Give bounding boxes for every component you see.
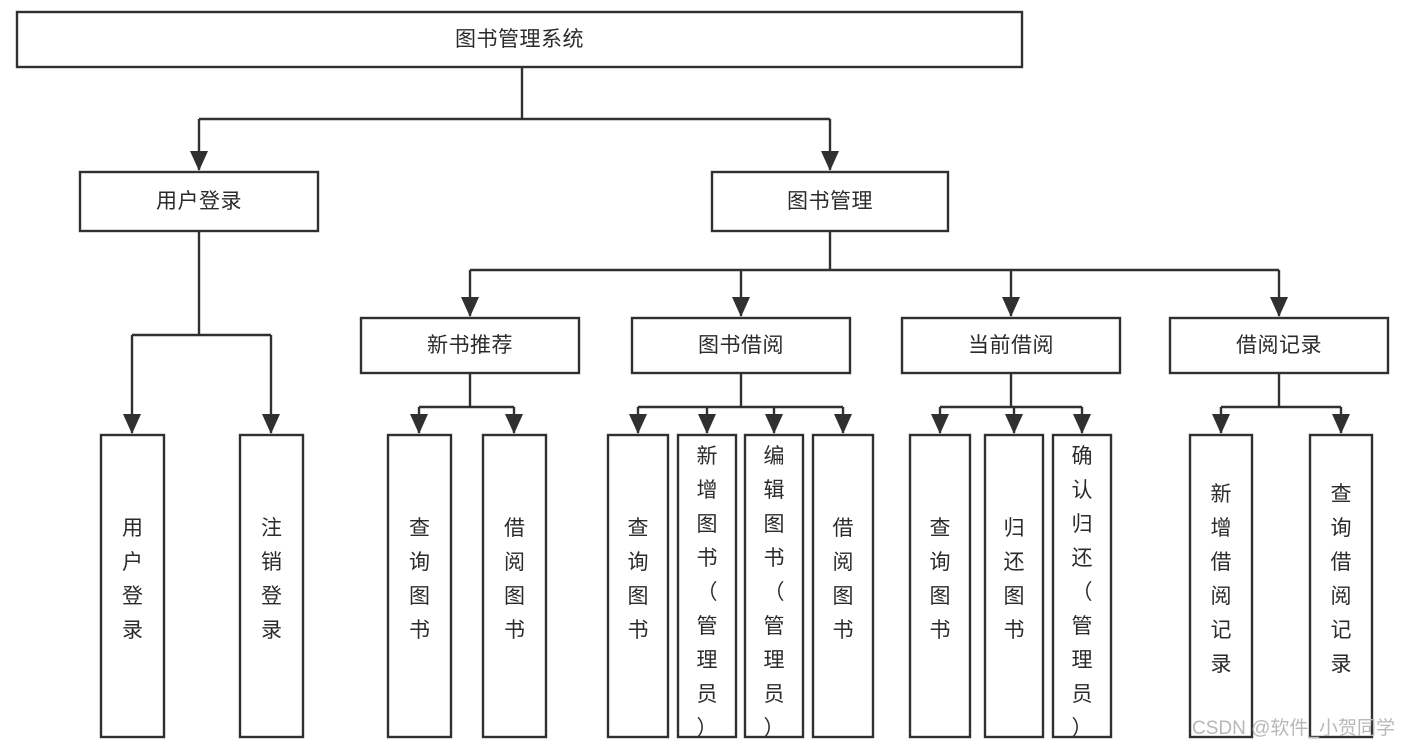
node-box-leaf-confirm-return[interactable] xyxy=(1051,433,1113,739)
node-label-leaf-return-book: 归还图书 xyxy=(1004,517,1025,642)
node-box-current-borrow[interactable] xyxy=(900,316,1122,375)
arrow-head-icon xyxy=(410,414,428,434)
node-label-new-book-rec: 新书推荐 xyxy=(427,334,513,357)
node-box-leaf-return-book[interactable] xyxy=(983,433,1045,739)
node-label-current-borrow: 当前借阅 xyxy=(968,334,1054,357)
node-box-leaf-borrow-book-2[interactable] xyxy=(811,433,875,739)
arrow-head-icon xyxy=(765,414,783,434)
node-label-leaf-edit-book: 编辑图书（管理员） xyxy=(764,445,785,740)
node-label-leaf-confirm-return: 确认归还（管理员） xyxy=(1072,445,1093,740)
arrow-head-icon xyxy=(732,297,750,317)
node-current-borrow[interactable]: 当前借阅 xyxy=(900,316,1122,375)
node-book-manage[interactable]: 图书管理 xyxy=(710,170,950,233)
node-root[interactable]: 图书管理系统 xyxy=(15,10,1024,69)
arrow-head-icon xyxy=(1005,414,1023,434)
node-leaf-query-book-2[interactable]: 查询图书 xyxy=(606,433,670,739)
node-leaf-add-record[interactable]: 新增借阅记录 xyxy=(1188,433,1254,739)
arrow-head-icon xyxy=(505,414,523,434)
node-leaf-query-book-3[interactable]: 查询图书 xyxy=(908,433,972,739)
arrow-head-icon xyxy=(1073,414,1091,434)
node-label-leaf-query-book-3: 查询图书 xyxy=(930,517,951,642)
node-new-book-rec[interactable]: 新书推荐 xyxy=(359,316,581,375)
arrow-head-icon xyxy=(931,414,949,434)
node-leaf-return-book[interactable]: 归还图书 xyxy=(983,433,1045,739)
node-label-leaf-user-login: 用户登录 xyxy=(122,517,143,642)
connector-layer xyxy=(123,67,1350,434)
node-label-leaf-query-book-1: 查询图书 xyxy=(409,517,430,642)
node-leaf-logout[interactable]: 注销登录 xyxy=(238,433,305,739)
node-leaf-user-login[interactable]: 用户登录 xyxy=(99,433,166,739)
node-label-root: 图书管理系统 xyxy=(455,28,584,51)
node-box-root[interactable] xyxy=(15,10,1024,69)
node-box-leaf-query-book-2[interactable] xyxy=(606,433,670,739)
arrow-head-icon xyxy=(1270,297,1288,317)
node-box-user-login[interactable] xyxy=(78,170,320,233)
node-label-leaf-add-record: 新增借阅记录 xyxy=(1211,483,1232,676)
node-box-leaf-add-book[interactable] xyxy=(676,433,738,739)
node-label-user-login: 用户登录 xyxy=(156,190,242,213)
node-label-leaf-query-record: 查询借阅记录 xyxy=(1331,483,1352,676)
node-user-login[interactable]: 用户登录 xyxy=(78,170,320,233)
node-leaf-borrow-book-2[interactable]: 借阅图书 xyxy=(811,433,875,739)
node-box-leaf-query-book-3[interactable] xyxy=(908,433,972,739)
arrow-head-icon xyxy=(461,297,479,317)
node-label-leaf-logout: 注销登录 xyxy=(261,517,282,642)
node-leaf-borrow-book-1[interactable]: 借阅图书 xyxy=(481,433,548,739)
node-box-new-book-rec[interactable] xyxy=(359,316,581,375)
node-box-book-manage[interactable] xyxy=(710,170,950,233)
node-label-book-borrow: 图书借阅 xyxy=(698,334,784,357)
node-borrow-record[interactable]: 借阅记录 xyxy=(1168,316,1390,375)
node-leaf-edit-book[interactable]: 编辑图书（管理员） xyxy=(743,433,805,740)
node-label-leaf-borrow-book-1: 借阅图书 xyxy=(504,517,525,642)
node-box-leaf-query-record[interactable] xyxy=(1308,433,1374,739)
arrow-head-icon xyxy=(821,151,839,171)
node-label-leaf-query-book-2: 查询图书 xyxy=(628,517,649,642)
node-leaf-query-book-1[interactable]: 查询图书 xyxy=(386,433,453,739)
node-label-book-manage: 图书管理 xyxy=(787,190,873,213)
arrow-head-icon xyxy=(1002,297,1020,317)
node-label-leaf-borrow-book-2: 借阅图书 xyxy=(833,517,854,642)
arrow-head-icon xyxy=(698,414,716,434)
node-leaf-add-book[interactable]: 新增图书（管理员） xyxy=(676,433,738,740)
node-box-borrow-record[interactable] xyxy=(1168,316,1390,375)
node-leaf-query-record[interactable]: 查询借阅记录 xyxy=(1308,433,1374,739)
node-box-leaf-edit-book[interactable] xyxy=(743,433,805,739)
node-leaf-confirm-return[interactable]: 确认归还（管理员） xyxy=(1051,433,1113,740)
arrow-head-icon xyxy=(190,151,208,171)
node-box-leaf-query-book-1[interactable] xyxy=(386,433,453,739)
node-label-leaf-add-book: 新增图书（管理员） xyxy=(697,445,718,740)
arrow-head-icon xyxy=(262,414,280,434)
arrow-head-icon xyxy=(834,414,852,434)
node-book-borrow[interactable]: 图书借阅 xyxy=(630,316,852,375)
node-box-leaf-logout[interactable] xyxy=(238,433,305,739)
node-box-leaf-add-record[interactable] xyxy=(1188,433,1254,739)
node-box-leaf-borrow-book-1[interactable] xyxy=(481,433,548,739)
arrow-head-icon xyxy=(123,414,141,434)
node-box-book-borrow[interactable] xyxy=(630,316,852,375)
node-box-leaf-user-login[interactable] xyxy=(99,433,166,739)
arrow-head-icon xyxy=(629,414,647,434)
node-layer: 图书管理系统用户登录图书管理新书推荐图书借阅当前借阅借阅记录用户登录注销登录查询… xyxy=(15,10,1390,740)
csdn-watermark: CSDN @软件_小贺同学 xyxy=(1192,717,1395,739)
node-label-borrow-record: 借阅记录 xyxy=(1236,334,1322,357)
arrow-head-icon xyxy=(1212,414,1230,434)
arrow-head-icon xyxy=(1332,414,1350,434)
